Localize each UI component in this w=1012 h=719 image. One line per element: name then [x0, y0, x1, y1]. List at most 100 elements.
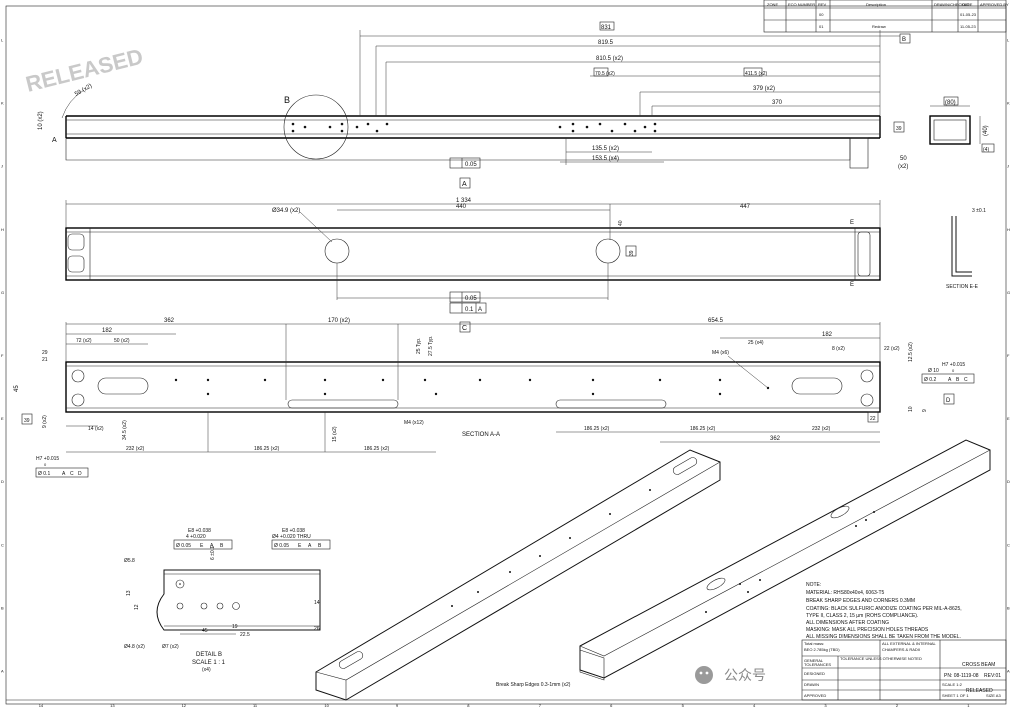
dim-440: 440 [456, 204, 467, 210]
bdim-232-right: 232 (x2) [812, 426, 831, 432]
dim-70-5: 70.5 (x2) [595, 71, 615, 77]
border-col-label: 12 [182, 703, 187, 708]
border-col-label: 2 [896, 703, 899, 708]
dim-59: 59 (x2) [74, 83, 93, 98]
detail-b-d45: 45 [202, 628, 208, 634]
border-col-label: 5 [682, 703, 685, 708]
bdim-182: 182 [102, 328, 113, 334]
tb-field-8: DRAWN [804, 682, 819, 687]
tb-field-6: CHAMFERS & RADII [882, 647, 920, 652]
border-row-label: H [1007, 227, 1010, 232]
right-hole-fcf [921, 373, 975, 384]
left-fcf-3: D [78, 471, 82, 477]
left-hole-fcf [35, 467, 89, 478]
border-col-label: 9 [396, 703, 399, 708]
front-flatness-value: 0.05 [465, 296, 477, 302]
bdim-50: 50 (x2) [114, 338, 130, 344]
title-block: Total mass: BEO 2.785kg (TBD) TOLERANCE … [695, 639, 1007, 701]
left-hole-note-zero: 0 [44, 462, 47, 467]
border-row-label: H [1, 227, 4, 232]
notes-title: NOTE: [806, 582, 821, 588]
border-row-label: G [1, 290, 4, 295]
note-6: ALL MISSING DIMENSIONS SHALL BE TAKEN FR… [806, 634, 961, 640]
border-col-label: 1 [967, 703, 970, 708]
front-hole-left [324, 238, 350, 264]
detail-b-fcf1-0: Ø 0.05 [176, 543, 191, 549]
right-fcf-3: C [964, 377, 968, 383]
border-col-label: 13 [110, 703, 115, 708]
profile-wall: (4) [983, 147, 989, 153]
detail-b-d4-8: Ø4.8 (x2) [124, 644, 145, 650]
bdim-25-x4: 25 (x4) [748, 340, 764, 346]
right-hole-size: Ø 10 [928, 368, 939, 374]
detail-b-fcf1-2: A [210, 543, 214, 549]
dim-411-5: 411.5 (x2) [745, 71, 767, 77]
border-col-label: 11 [253, 703, 258, 708]
detail-b-note1: E8 +0.038 [188, 528, 211, 534]
bdim-170: 170 (x2) [328, 318, 350, 324]
bdim-22-box: 22 [870, 416, 876, 422]
dim-40-front: 40 [618, 220, 624, 226]
tb-field-11: SHEET 1 OF 1 [942, 693, 969, 698]
top-view-holes [291, 122, 657, 133]
border-row-label: F [1007, 353, 1010, 358]
slot-left [97, 377, 149, 395]
bdim-362: 362 [164, 318, 175, 324]
right-hole-note: H7 +0.015 [942, 362, 965, 368]
detail-b-callout-label: B [284, 95, 290, 105]
bdim-39: 39 [24, 418, 30, 424]
section-e-marker-bottom: E [850, 282, 854, 288]
dim-50-qty: (x2) [898, 164, 908, 170]
rev-header-zone: ZONE [767, 2, 778, 7]
note-4: ALL DIMENSIONS AFTER COATING [806, 620, 889, 626]
bdim-34-5: 34.5 (x2) [122, 420, 128, 440]
front-hole-right [595, 238, 621, 264]
top-view: B 831 819.5 810.5 (x2) 70.5 (x2) 411.5 (… [38, 21, 911, 189]
border-row-label: E [1, 416, 4, 421]
border-col-label: 10 [324, 703, 329, 708]
bdim-10: 10 [908, 406, 914, 412]
dim-10: 10 (x2) [38, 111, 44, 130]
dim-39-front: 39 [629, 250, 635, 256]
border-row-label: G [1007, 290, 1010, 295]
rev-header-rev: REV [818, 2, 827, 7]
datum-a-top: A [52, 137, 57, 144]
border-row-label: L [1007, 38, 1010, 43]
section-e-e-label: SECTION E-E [946, 284, 979, 290]
rev-header-description: Description [866, 2, 886, 7]
right-fcf-0: Ø 0.2 [924, 377, 936, 383]
profile-section: (80) (40) (4) [929, 96, 995, 153]
bdim-m4-6: M4 (x6) [712, 350, 729, 356]
tb-rev: REV:01 [984, 673, 1001, 679]
dim-819-5: 819.5 [598, 40, 614, 46]
border-row-label: J [1, 164, 3, 169]
rev-header-approved: APPROVED BY [980, 2, 1009, 7]
bdim-12-5: 12.5 (x2) [908, 342, 914, 362]
dim-810-5: 810.5 (x2) [596, 56, 623, 62]
bdim-21: 21 [42, 357, 48, 363]
border-row-label: K [1007, 101, 1010, 106]
isometric-right-holes [705, 511, 875, 613]
border-row-label: D [1007, 479, 1010, 484]
detail-b-d5-8: Ø5.8 [124, 558, 135, 564]
dim-370: 370 [772, 100, 783, 106]
tb-field-1: BEO 2.785kg (TBD) [804, 647, 840, 652]
bdim-9-right: 9 [922, 409, 928, 412]
top-flatness-datum: A [462, 181, 467, 188]
dim-39-top: 39 [896, 126, 902, 132]
bdim-186-25-c: 186.25 (x2) [584, 426, 610, 432]
tb-part-number: PN: 08-1119-08 [944, 673, 979, 679]
detail-b-qty: (x4) [202, 667, 211, 673]
front-parallel-datum: A [478, 307, 482, 313]
rev-row-1-rev: 01 [819, 24, 824, 29]
isometric-left-holes [451, 489, 651, 607]
rev-header-date: DATE [962, 2, 973, 7]
detail-b-d26: 26 [314, 626, 320, 632]
note-5: MASKING: MASK ALL PRECISION HOLES THREAD… [806, 627, 929, 633]
top-flatness-value: 0.05 [465, 162, 477, 168]
detail-b-d6: 6 ±0.1 [210, 546, 216, 560]
